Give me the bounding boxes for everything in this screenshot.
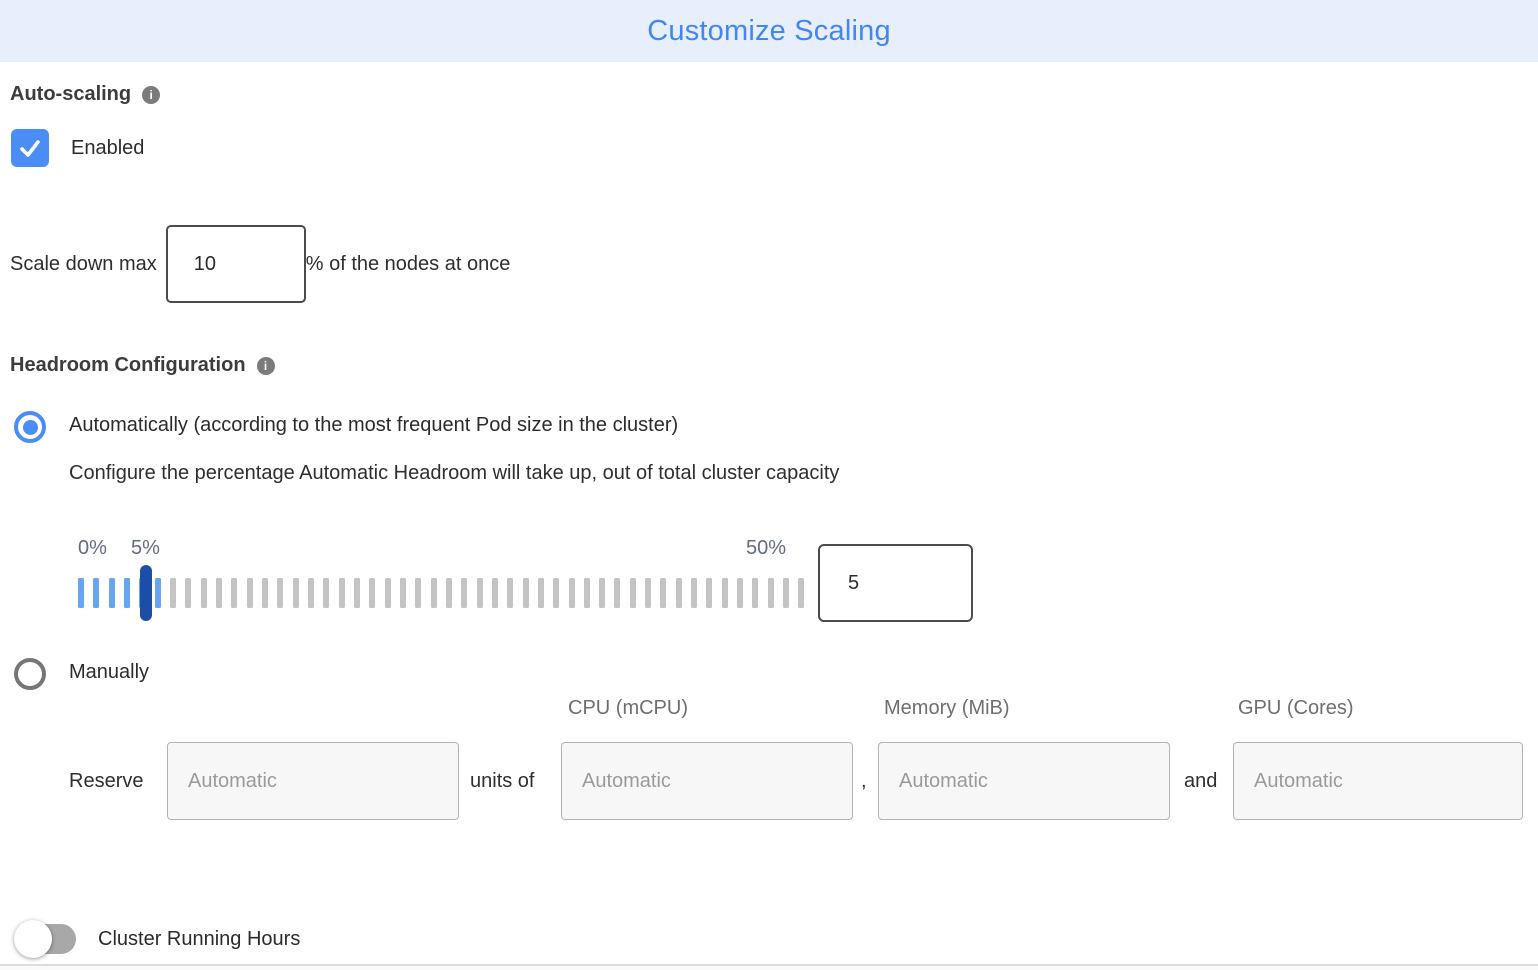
units-of-label: units of: [470, 769, 535, 792]
slider-tick: [491, 578, 498, 608]
slider-tick: [323, 578, 330, 608]
info-icon[interactable]: i: [142, 85, 161, 104]
scale-down-prefix-label: Scale down max: [10, 252, 157, 275]
slider-tick: [154, 578, 161, 608]
radio-dot: [22, 419, 38, 435]
slider-tick: [231, 578, 238, 608]
slider-tick: [415, 578, 422, 608]
cpu-input[interactable]: [561, 742, 853, 820]
below-divider-area: [0, 966, 1538, 970]
headroom-percentage-slider[interactable]: [78, 578, 805, 608]
slider-tick: [353, 578, 360, 608]
slider-tick: [200, 578, 207, 608]
headroom-percentage-input-wrap: [818, 544, 973, 622]
slider-tick: [553, 578, 560, 608]
slider-tick: [108, 578, 115, 608]
slider-tick: [522, 578, 529, 608]
slider-tick: [507, 578, 514, 608]
gpu-input[interactable]: [1233, 742, 1523, 820]
cluster-running-hours-label: Cluster Running Hours: [98, 927, 301, 950]
auto-scaling-enabled-row: Enabled: [11, 129, 144, 167]
slider-tick: [461, 578, 468, 608]
manually-radio-button[interactable]: [14, 658, 46, 690]
page-title: Customize Scaling: [647, 14, 891, 47]
slider-max-label: 50%: [746, 537, 787, 559]
slider-tick: [246, 578, 253, 608]
scale-down-suffix-label: % of the nodes at once: [305, 252, 511, 275]
slider-tick: [338, 578, 345, 608]
headroom-manual-option: Manually: [14, 658, 149, 690]
reserve-units-input[interactable]: [167, 742, 459, 820]
column-header-memory: Memory (MiB): [884, 697, 1010, 719]
slider-tick: [706, 578, 713, 608]
slider-value-label: 5%: [131, 537, 160, 559]
slider-min-label: 0%: [78, 537, 107, 559]
slider-tick: [292, 578, 299, 608]
slider-tick: [185, 578, 192, 608]
headroom-percentage-input[interactable]: [818, 544, 973, 622]
scale-down-max-input[interactable]: [165, 225, 306, 303]
slider-tick: [169, 578, 176, 608]
memory-input[interactable]: [878, 742, 1170, 820]
auto-scaling-heading-label: Auto-scaling: [10, 83, 132, 105]
slider-tick: [369, 578, 376, 608]
automatic-headroom-description: Configure the percentage Automatic Headr…: [69, 462, 840, 484]
scale-down-row: Scale down max % of the nodes at once: [10, 225, 510, 303]
cluster-running-hours-row: Cluster Running Hours: [14, 919, 300, 959]
manually-radio-label: Manually: [69, 661, 150, 683]
automatic-radio-button[interactable]: [14, 411, 46, 443]
slider-tick: [430, 578, 437, 608]
info-icon-glyph: i: [263, 358, 268, 373]
bottom-divider: [0, 964, 1538, 966]
comma-separator: ,: [861, 769, 867, 792]
info-icon[interactable]: i: [256, 356, 275, 375]
info-icon-glyph: i: [149, 87, 153, 102]
slider-tick: [476, 578, 483, 608]
slider-tick: [399, 578, 406, 608]
checkmark-icon: [20, 140, 40, 157]
cluster-running-hours-toggle[interactable]: [14, 919, 76, 959]
slider-tick: [568, 578, 575, 608]
slider-tick: [93, 578, 100, 608]
slider-tick: [645, 578, 652, 608]
slider-tick: [599, 578, 606, 608]
column-header-cpu: CPU (mCPU): [568, 697, 688, 719]
auto-scaling-enabled-checkbox[interactable]: [11, 129, 49, 167]
slider-tick: [445, 578, 452, 608]
slider-tick: [721, 578, 728, 608]
auto-scaling-heading: Auto-scaling i: [10, 83, 161, 106]
slider-tick: [752, 578, 759, 608]
column-header-gpu: GPU (Cores): [1238, 697, 1354, 719]
automatic-radio-label: Automatically (according to the most fre…: [69, 414, 679, 436]
slider-tick: [629, 578, 636, 608]
slider-tick: [215, 578, 222, 608]
slider-tick: [277, 578, 284, 608]
slider-tick: [737, 578, 744, 608]
slider-tick: [675, 578, 682, 608]
slider-handle[interactable]: [140, 565, 152, 621]
slider-tick: [783, 578, 790, 608]
slider-tick: [78, 578, 84, 608]
slider-tick: [691, 578, 698, 608]
slider-tick: [767, 578, 774, 608]
headroom-configuration-heading: Headroom Configuration i: [10, 354, 275, 377]
slider-tick: [384, 578, 391, 608]
slider-tick: [583, 578, 590, 608]
slider-tick: [123, 578, 130, 608]
reserve-label: Reserve: [69, 769, 144, 792]
enabled-label: Enabled: [71, 136, 145, 159]
slider-tick: [261, 578, 268, 608]
and-separator: and: [1184, 769, 1218, 792]
slider-tick: [798, 578, 805, 608]
slider-tick: [307, 578, 314, 608]
slider-tick: [537, 578, 544, 608]
headroom-automatic-option: Automatically (according to the most fre…: [14, 411, 678, 443]
toggle-knob: [14, 920, 52, 958]
headroom-heading-label: Headroom Configuration: [10, 354, 246, 376]
slider-tick: [660, 578, 667, 608]
slider-tick: [614, 578, 621, 608]
panel-header: Customize Scaling: [0, 0, 1538, 62]
